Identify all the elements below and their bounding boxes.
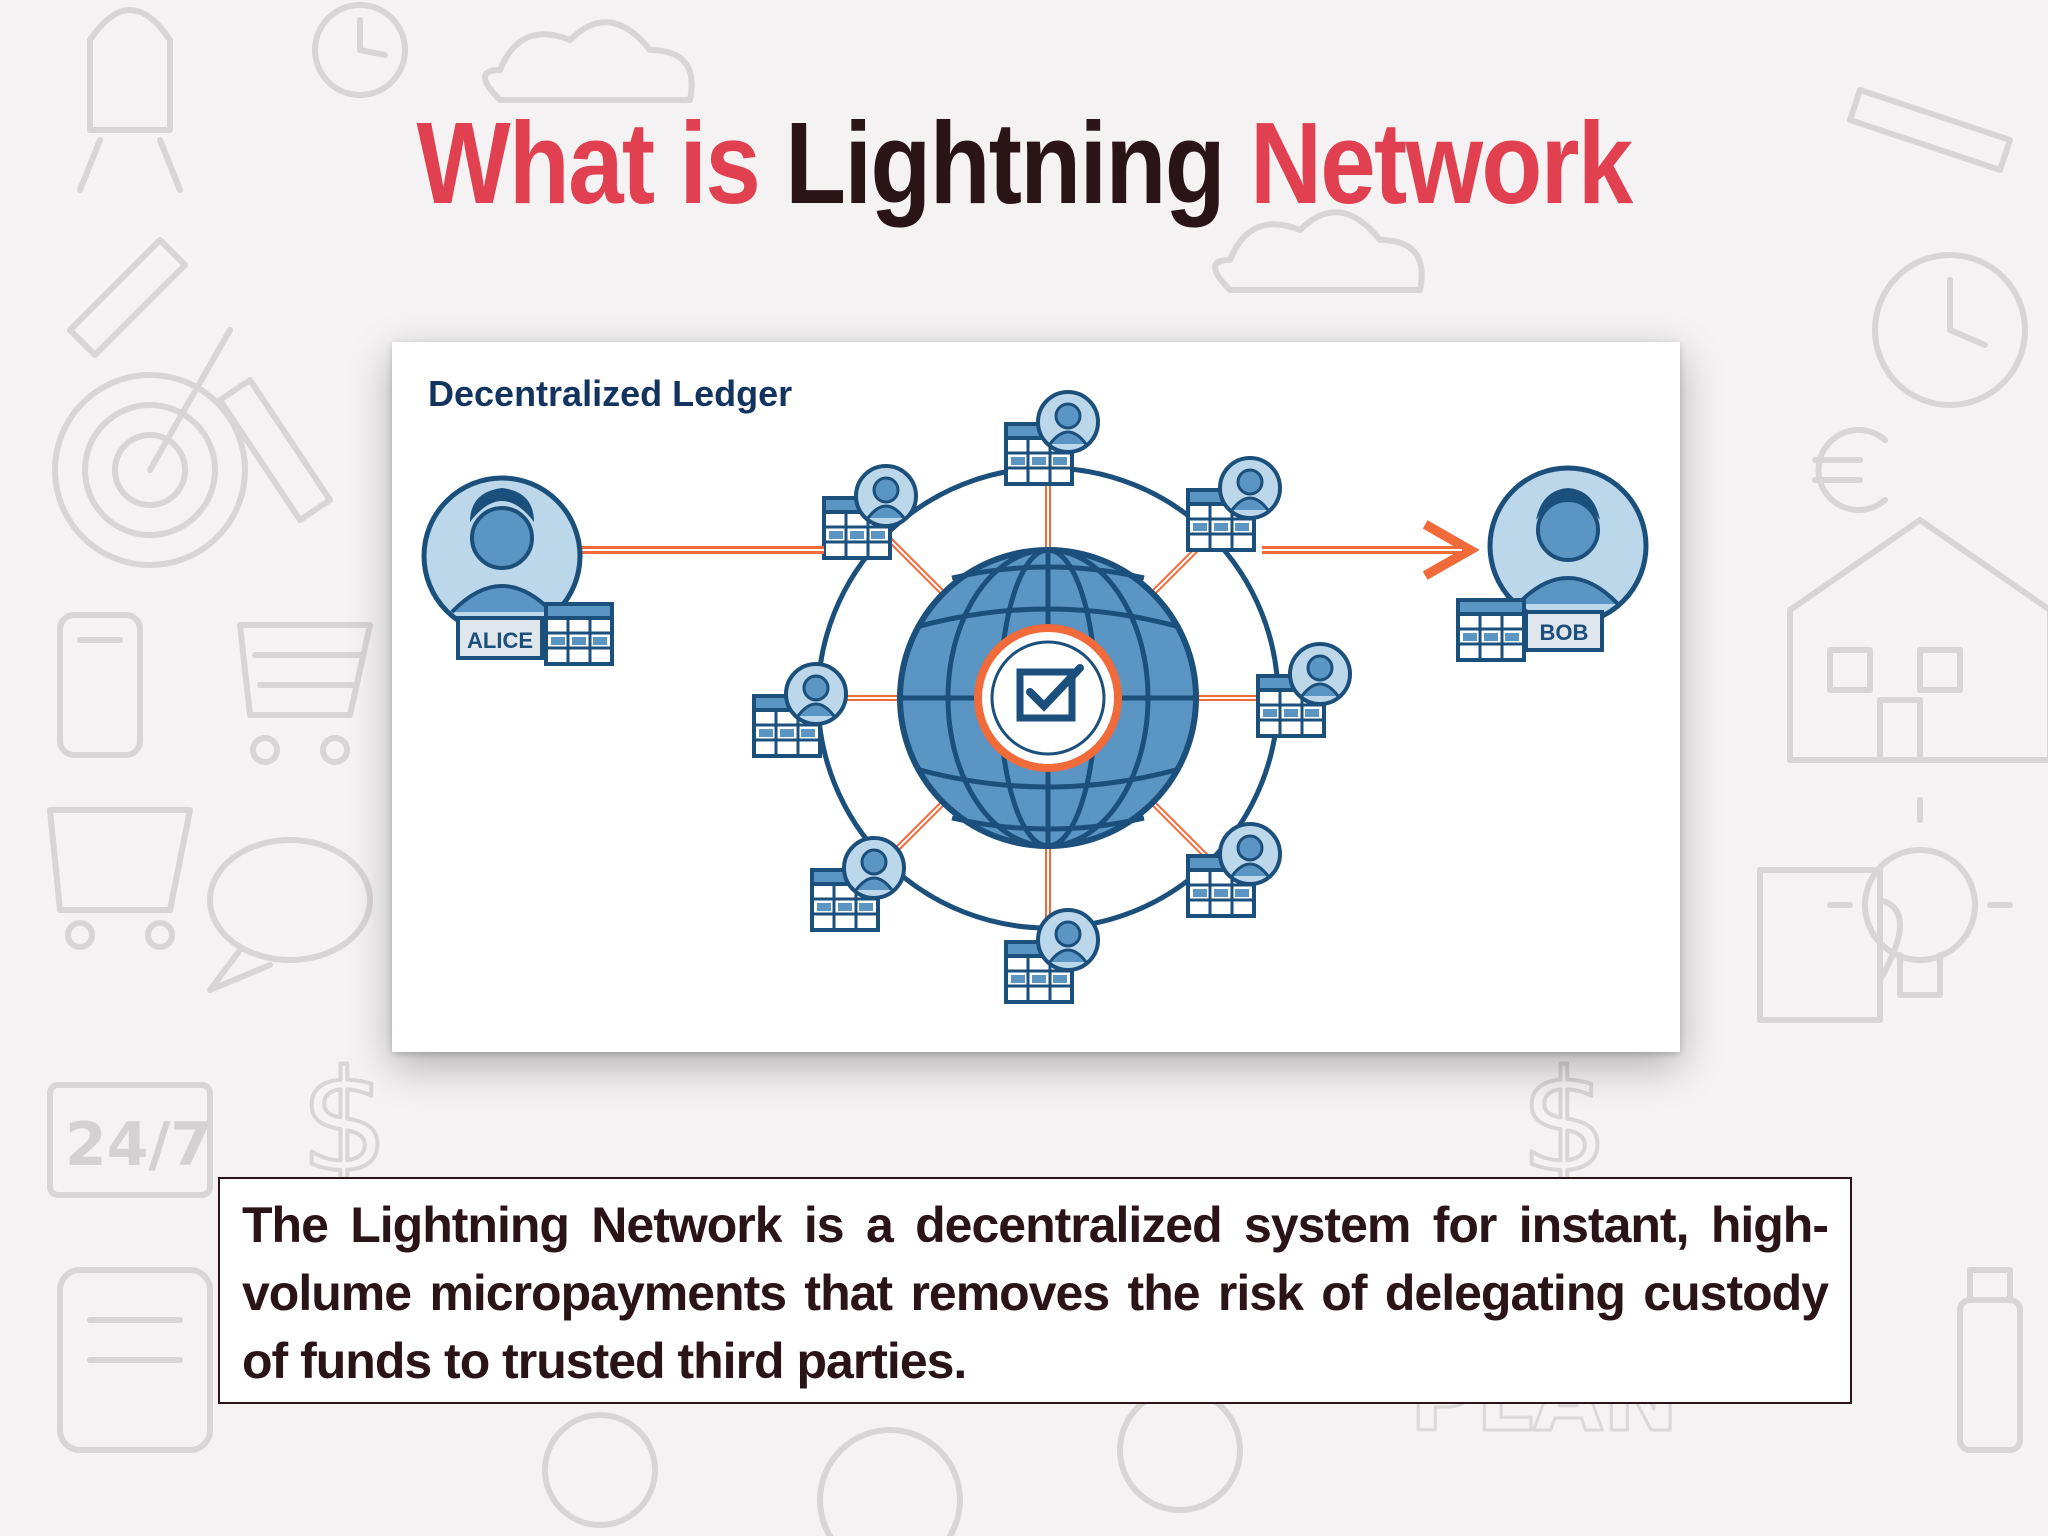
page-title: What is Lightning Network: [143, 98, 1904, 228]
diagram-card: Decentralized Ledger: [392, 342, 1680, 1052]
phone-doodle-icon: [57, 612, 143, 758]
pencil-doodle-icon: [67, 87, 2013, 523]
speech-bubble-doodle-icon: [207, 837, 373, 993]
decentralized-ledger-diagram: Decentralized Ledger: [421, 373, 1649, 1052]
clock-doodle-icon: [312, 2, 408, 98]
title-what-is: What is: [416, 98, 786, 228]
mug-doodle-icon: [1757, 867, 1903, 1023]
peer-node-top-left: [824, 466, 916, 558]
cart2-doodle-icon: [47, 807, 193, 950]
diagram-heading: Decentralized Ledger: [428, 373, 792, 414]
lightbulb-doodle-icon: [1827, 797, 2013, 998]
usb-doodle-icon: [1957, 1267, 2023, 1453]
title-network: Network: [1223, 98, 1633, 228]
bob-label: BOB: [1540, 620, 1589, 645]
cloud-doodle-icon: [482, 19, 1425, 293]
description-text: The Lightning Network is a decentralized…: [242, 1197, 1829, 1389]
peer-node-bottom-right: [1188, 824, 1280, 916]
peer-node-right: [1258, 644, 1350, 736]
peer-node-bottom-left: [812, 838, 904, 930]
sign-doodle-icon: 24/7: [47, 1082, 213, 1198]
svg-text:24/7: 24/7: [65, 1110, 212, 1180]
bob-avatar-icon: [1262, 465, 1649, 662]
peer-node-top-right: [1188, 458, 1280, 550]
alice-label: ALICE: [467, 628, 533, 653]
target-doodle-icon: [52, 327, 248, 568]
alice-avatar-icon: [421, 475, 824, 666]
description-box: The Lightning Network is a decentralized…: [218, 1177, 1852, 1404]
checkbox-icon: [1016, 664, 1084, 722]
cart-doodle-icon: [237, 622, 373, 765]
alarm-clock-doodle-icon: [1872, 252, 2028, 408]
house-doodle-icon: [1787, 517, 2048, 763]
rocket-doodle-icon: [77, 7, 183, 193]
coins-doodle-icon: [542, 1387, 1243, 1536]
peer-node-left: [754, 664, 846, 756]
title-lightning: Lightning: [785, 98, 1226, 228]
scroll-doodle-icon: [57, 1267, 213, 1453]
euro-doodle-icon: [1812, 427, 1888, 513]
